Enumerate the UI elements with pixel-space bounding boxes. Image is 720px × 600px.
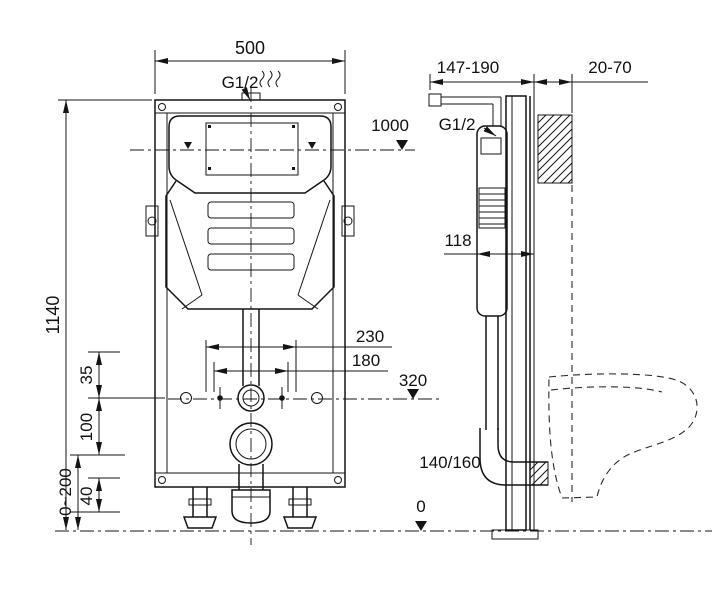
outlet-spigot (529, 461, 549, 486)
front-pipes-and-connections (180, 309, 323, 524)
side-inlet-arrow-icon (483, 126, 497, 137)
side-clamp-left (145, 205, 159, 237)
cistern-tank (145, 180, 355, 310)
wall-thickness-label: 20-70 (588, 58, 631, 77)
side-inlet-label: G1/2 (439, 115, 476, 134)
tank-slot-1 (207, 201, 295, 219)
flush-valve (478, 187, 506, 229)
span-230-label: 230 (356, 327, 384, 346)
frame-outline (154, 92, 346, 488)
access-panel (168, 115, 332, 194)
level-320-marker-icon (407, 389, 419, 399)
wall-section (537, 114, 573, 502)
front-height-label: 1140 (43, 296, 63, 335)
fixing-bolt-left (217, 395, 223, 401)
float-valve (480, 137, 502, 155)
toilet-bowl-outline (548, 373, 698, 499)
level-1000-marker-icon (396, 140, 408, 150)
offset-100-label: 100 (77, 413, 96, 441)
outlet-size-label: 140/160 (419, 453, 480, 472)
dim-cistern-depth: 118 (444, 231, 534, 257)
dim-wall-thickness: 20-70 (534, 58, 648, 113)
frame-hole-right (311, 392, 323, 404)
dim-fixing-spans: 230 180 (205, 327, 392, 392)
frame-depth-label: 147-190 (437, 58, 499, 77)
front-view (145, 88, 355, 545)
drain-bend (231, 489, 271, 524)
level-1000-label: 1000 (371, 116, 409, 135)
outlet-elbow (479, 428, 548, 486)
front-width-label: 500 (235, 38, 265, 58)
drain-connection-circle (229, 422, 273, 466)
flush-plate-opening (205, 122, 299, 176)
offset-40-label: 40 (77, 487, 96, 506)
tank-slot-3 (207, 253, 295, 271)
fixing-bolt-right (279, 395, 285, 401)
wall-hatch (537, 114, 573, 184)
left-dimension-chain: 35 100 40 0~200 (56, 351, 165, 530)
side-cistern (476, 125, 508, 317)
front-inlet-label: G1/2 (222, 73, 259, 92)
side-outlet (479, 316, 549, 486)
side-rail (491, 95, 539, 540)
level-0-label: 0 (416, 497, 425, 516)
outlet-size-callout: 140/160 (419, 453, 480, 472)
span-180-label: 180 (352, 351, 380, 370)
foot-left (182, 516, 218, 529)
tank-slot-2 (207, 227, 295, 245)
offset-35-label: 35 (77, 366, 96, 385)
front-inlet-callout: G1/2 (222, 70, 281, 101)
hot-water-icon (259, 70, 281, 88)
side-clamp-right (341, 205, 355, 237)
side-base-plate (491, 529, 539, 540)
frame-legs (182, 487, 318, 529)
side-inlet-fitting (428, 93, 502, 126)
panel-mark-right (308, 142, 316, 149)
level-markers: 1000 320 0 (55, 116, 712, 532)
level-320-label: 320 (399, 371, 427, 390)
level-0-marker-icon (415, 521, 427, 531)
cistern-depth-label: 118 (444, 231, 471, 250)
side-view (428, 93, 698, 540)
dim-front-height: 1140 (43, 99, 152, 530)
frame-hole-left (180, 392, 192, 404)
tank-braces (169, 199, 331, 310)
leg-range-label: 0~200 (56, 468, 75, 516)
panel-mark-left (184, 142, 192, 149)
inlet-arrow-icon (241, 87, 251, 101)
supply-connection-circle (237, 384, 265, 412)
dim-frame-depth: 147-190 (429, 58, 535, 96)
side-inlet-callout: G1/2 (439, 115, 497, 137)
dim-front-width: 500 (154, 38, 346, 94)
foot-right (282, 516, 318, 529)
